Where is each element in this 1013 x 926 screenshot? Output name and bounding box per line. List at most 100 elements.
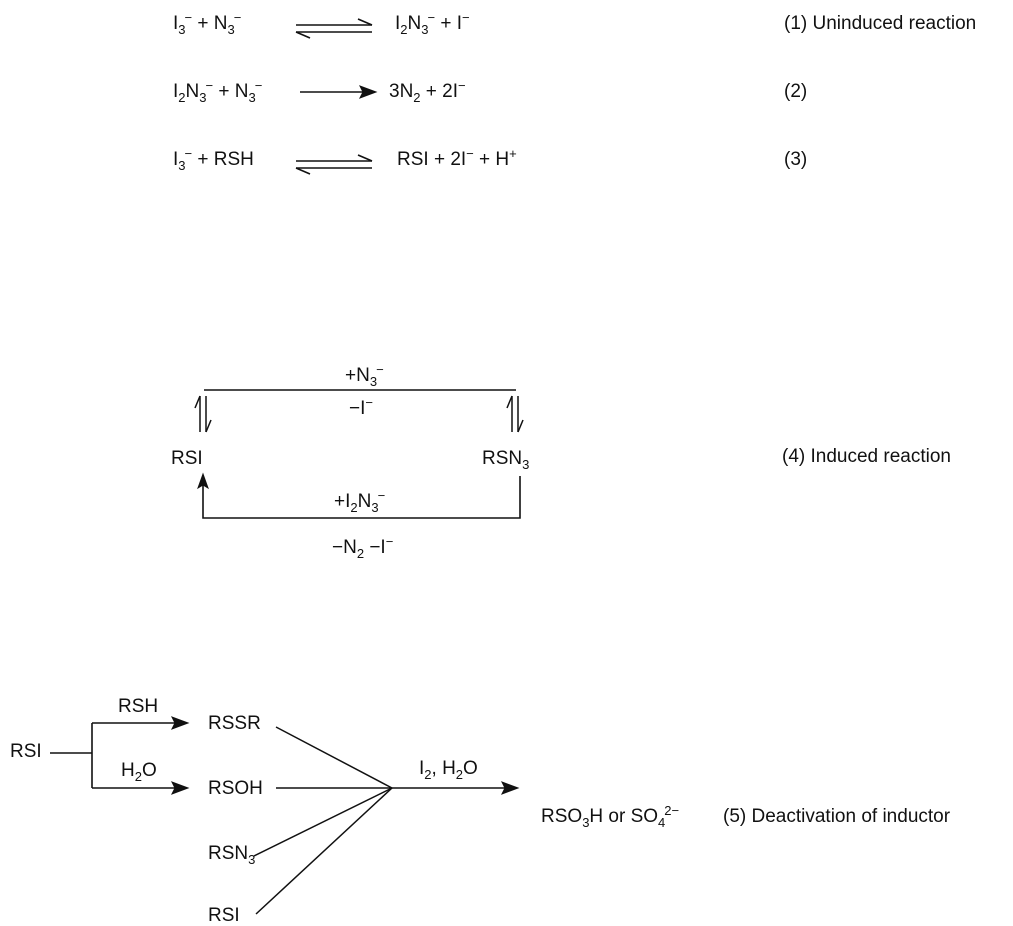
- formula-text: I: [395, 13, 400, 34]
- subscript: 3: [248, 90, 255, 105]
- intermediate-rssr: RSSR: [208, 713, 261, 734]
- reaction-1-reactants: I3− + N3−: [173, 10, 241, 37]
- formula-text: + N: [192, 13, 227, 34]
- superscript: −: [365, 395, 373, 410]
- formula-text: N: [358, 491, 372, 512]
- deactivation-start-species: RSI: [10, 741, 42, 762]
- subscript: 2: [357, 546, 364, 561]
- formula-text: + N: [213, 81, 248, 102]
- reaction-1-products: I2N3− + I−: [395, 10, 470, 37]
- reaction-1-label: (1) Uninduced reaction: [784, 13, 976, 34]
- formula-text: RSH: [118, 696, 158, 717]
- superscript: −: [205, 78, 213, 93]
- reaction-3: I3− + RSH RSI + 2I− + H+ (3): [173, 146, 807, 175]
- subscript: 3: [522, 457, 529, 472]
- formula-text: +N: [345, 365, 370, 386]
- right-arrow-icon: [392, 781, 520, 795]
- equilibrium-arrow-icon: [295, 154, 373, 175]
- formula-text: , H: [432, 758, 456, 779]
- formula-text: I: [173, 149, 178, 170]
- formula-text: 3N: [389, 81, 413, 102]
- formula-text: RSI: [10, 741, 42, 762]
- formula-text: RSI: [171, 448, 203, 469]
- subscript: 2: [350, 500, 357, 515]
- reaction-5-label: (5) Deactivation of inductor: [723, 806, 951, 827]
- deactivation-reagent: I2, H2O: [419, 758, 478, 782]
- subscript: 3: [248, 852, 255, 867]
- cycle-bottom-byproduct: −N2 −I−: [332, 534, 393, 561]
- reaction-2-label: (2): [784, 81, 807, 102]
- formula-text: +I: [334, 491, 350, 512]
- subscript: 3: [370, 374, 377, 389]
- superscript: −: [427, 10, 435, 25]
- formula-text: O: [142, 760, 157, 781]
- formula-text: + RSH: [192, 149, 254, 170]
- reaction-1: I3− + N3− I2N3− + I− (1) Uninduced react…: [173, 10, 976, 39]
- formula-text: −N: [332, 537, 357, 558]
- subscript: 3: [199, 90, 206, 105]
- equilibrium-arrow-icon: [295, 18, 373, 39]
- subscript: 3: [371, 500, 378, 515]
- cycle-bottom-line: [202, 476, 521, 519]
- formula-text: RSOH: [208, 778, 263, 799]
- formula-text: RSN: [482, 448, 522, 469]
- formula-text: + H: [474, 149, 509, 170]
- superscript: −: [255, 78, 263, 93]
- branch-lower-reagent: H2O: [121, 760, 157, 784]
- subscript: 4: [658, 815, 665, 830]
- superscript: −: [458, 78, 466, 93]
- formula-text: N: [408, 13, 422, 34]
- superscript: −: [234, 10, 242, 25]
- subscript: 2: [424, 767, 431, 782]
- intermediate-rsoh: RSOH: [208, 778, 263, 799]
- formula-text: RSO: [541, 806, 582, 827]
- induced-reaction-cycle: +N3− −I− RSI RSN3 +I2N3− −N2 −I− (4) Ind…: [171, 362, 951, 561]
- formula-text: H: [121, 760, 135, 781]
- subscript: 2: [413, 90, 420, 105]
- subscript: 2: [400, 22, 407, 37]
- superscript: −: [462, 10, 470, 25]
- reaction-2-reactants: I2N3− + N3−: [173, 78, 262, 105]
- superscript: −: [185, 10, 193, 25]
- formula-text: −I: [349, 398, 365, 419]
- cycle-right-species: RSN3: [482, 448, 529, 472]
- formula-text: RSI: [208, 905, 240, 926]
- subscript: 3: [178, 22, 185, 37]
- reaction-3-label: (3): [784, 149, 807, 170]
- right-equilibrium-arrow-icon: [506, 395, 524, 433]
- left-equilibrium-arrow-icon: [194, 395, 212, 433]
- formula-text: −I: [364, 537, 386, 558]
- subscript: 2: [178, 90, 185, 105]
- formula-text: + 2I: [421, 81, 459, 102]
- formula-text: RSN: [208, 843, 248, 864]
- formula-text: + I: [435, 13, 462, 34]
- cycle-top-reagent: +N3−: [345, 362, 384, 389]
- right-arrow-icon: [92, 781, 190, 795]
- reaction-3-products: RSI + 2I− + H+: [397, 146, 517, 170]
- subscript: 2: [135, 769, 142, 784]
- superscript: −: [378, 488, 386, 503]
- reaction-2-products: 3N2 + 2I−: [389, 78, 466, 105]
- subscript: 2: [456, 767, 463, 782]
- subscript: 3: [178, 158, 185, 173]
- formula-text: RSI + 2I: [397, 149, 466, 170]
- reaction-3-reactants: I3− + RSH: [173, 146, 254, 173]
- cycle-left-species: RSI: [171, 448, 203, 469]
- intermediate-rsi: RSI: [208, 905, 240, 926]
- cycle-bottom-reagent: +I2N3−: [334, 488, 385, 515]
- subscript: 3: [582, 815, 589, 830]
- superscript: −: [466, 146, 474, 161]
- reaction-4-label: (4) Induced reaction: [782, 446, 951, 467]
- superscript: −: [386, 534, 394, 549]
- right-arrow-icon: [92, 716, 190, 730]
- formula-text: I: [173, 13, 178, 34]
- deactivation-scheme: RSI RSH H2O RSSR RSOH RSN3 RSI I2, H2O: [10, 696, 951, 926]
- branch-upper-reagent: RSH: [118, 696, 158, 717]
- subscript: 3: [227, 22, 234, 37]
- formula-text: O: [463, 758, 478, 779]
- subscript: 3: [421, 22, 428, 37]
- superscript: −: [376, 362, 384, 377]
- formula-text: I: [419, 758, 424, 779]
- reaction-2: I2N3− + N3− 3N2 + 2I− (2): [173, 78, 807, 105]
